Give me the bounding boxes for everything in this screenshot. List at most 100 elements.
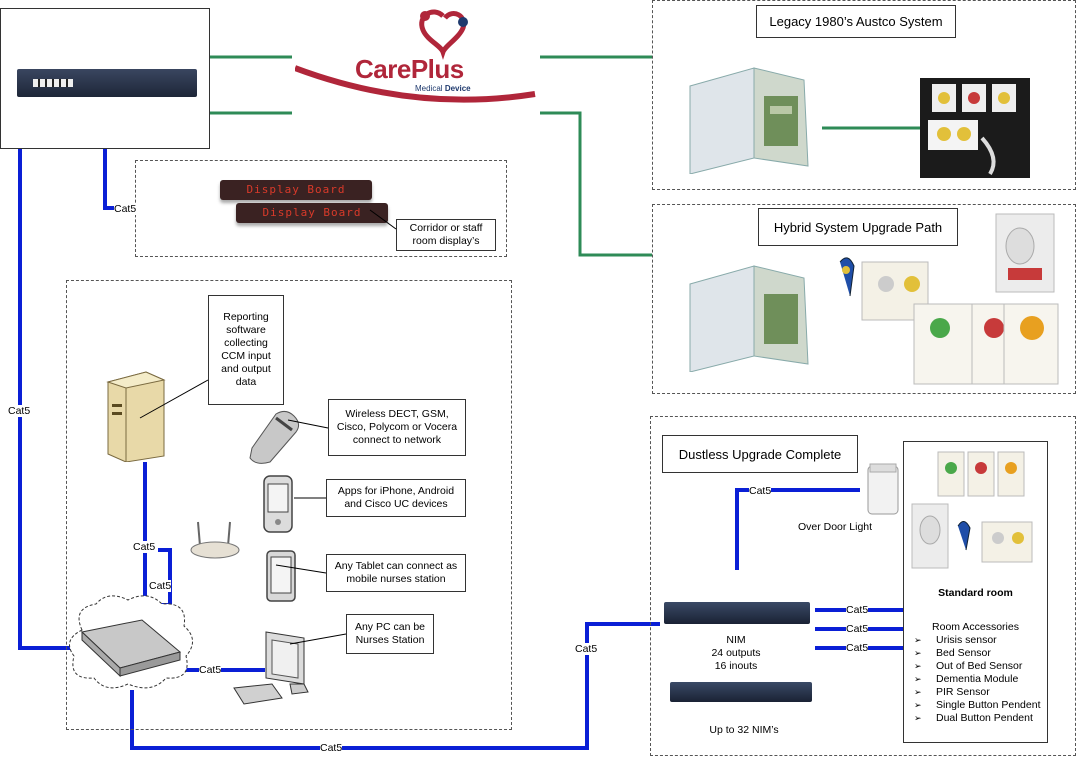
link-to-hybrid — [540, 111, 652, 257]
nim-inputs: 16 inouts — [714, 660, 758, 672]
display-caption: Corridor or staff room display’s — [396, 219, 496, 251]
pointer-reporting — [139, 379, 209, 419]
room-accessory-item: ➢ Single Button Pendent — [914, 699, 1046, 712]
wireless-callout: Wireless DECT, GSM, Cisco, Polycom or Vo… — [328, 399, 466, 456]
hybrid-accessories-image — [828, 212, 1060, 388]
pointer-pc — [289, 633, 347, 645]
arrow-bullet-icon: ➢ — [914, 674, 922, 684]
reporting-text: Reporting software collecting CCM input … — [221, 311, 271, 388]
room-accessory-label: Urisis sensor — [936, 634, 997, 646]
cat5-label: Cat5 — [846, 623, 869, 635]
display-board-2: Display Board — [236, 203, 388, 223]
hybrid-title-text: Hybrid System Upgrade Path — [773, 219, 943, 235]
cat5-label: Cat5 — [749, 485, 772, 497]
apps-text: Apps for iPhone, Android and Cisco UC de… — [337, 485, 455, 510]
cat5-label: Cat5 — [8, 405, 31, 417]
room-accessories-image — [908, 446, 1044, 576]
logo-care: CarePlus — [355, 54, 464, 84]
hybrid-panel — [652, 204, 1076, 394]
room-accessory-item: ➢ Bed Sensor — [914, 647, 1046, 660]
nim-unit-2 — [670, 682, 812, 702]
nim-outputs: 24 outputs — [711, 647, 761, 659]
display-board-text: Display Board — [262, 206, 362, 219]
cat5-cables — [18, 148, 903, 750]
nim-more-label: Up to 32 NIM’s — [709, 724, 779, 736]
network-hub-cloud — [62, 590, 200, 694]
dustless-title: Dustless Upgrade Complete — [662, 435, 858, 473]
nim-title: NIM — [726, 634, 746, 646]
careplus-logo: CarePlus Medical Device — [295, 8, 540, 108]
cat5-label: Cat5 — [133, 541, 156, 553]
room-accessory-label: Dual Button Pendent — [936, 712, 1033, 724]
switch-ports — [33, 79, 73, 87]
room-accessory-item: ➢ Dual Button Pendent — [914, 712, 1046, 725]
cable-nim-to-light — [735, 488, 860, 570]
room-accessory-item: ➢ Out of Bed Sensor — [914, 660, 1046, 673]
legacy-control-panel-image — [684, 66, 814, 174]
network-panel — [66, 280, 512, 730]
cable-switch-to-network — [18, 148, 80, 650]
over-door-light-label: Over Door Light — [797, 521, 873, 533]
arrow-bullet-icon: ➢ — [914, 700, 922, 710]
arrow-bullet-icon: ➢ — [914, 661, 922, 671]
tablet-text: Any Tablet can connect as mobile nurses … — [334, 560, 458, 585]
core-switch-frame — [0, 8, 210, 149]
wireless-text: Wireless DECT, GSM, Cisco, Polycom or Vo… — [336, 408, 458, 446]
pointer-display — [369, 209, 397, 230]
nim-device-2-icon — [670, 678, 816, 708]
nurses-pc-icon — [232, 628, 314, 708]
cat5-label: Cat5 — [114, 203, 137, 215]
display-board-1: Display Board — [220, 180, 372, 200]
arrow-bullet-icon: ➢ — [914, 713, 922, 723]
room-accessory-item: ➢ Urisis sensor — [914, 634, 1046, 647]
room-accessory-item: ➢ PIR Sensor — [914, 686, 1046, 699]
legacy-title-text: Legacy 1980’s Austco System — [769, 14, 943, 29]
dustless-title-text: Dustless Upgrade Complete — [678, 446, 842, 462]
cat5-label: Cat5 — [320, 742, 343, 754]
room-accessory-label: Single Button Pendent — [936, 699, 1041, 711]
cat5-label: Cat5 — [846, 604, 869, 616]
pc-callout: Any PC can be Nurses Station — [346, 614, 434, 654]
tablet-callout: Any Tablet can connect as mobile nurses … — [326, 554, 466, 592]
reporting-callout: Reporting software collecting CCM input … — [208, 295, 284, 405]
legacy-panel — [652, 0, 1076, 190]
display-caption-text: Corridor or staff room display’s — [409, 222, 483, 247]
cat5-label: Cat5 — [846, 642, 869, 654]
room-accessory-label: Bed Sensor — [936, 647, 991, 659]
nim-unit — [664, 602, 810, 624]
arrow-bullet-icon: ➢ — [914, 648, 922, 658]
wireless-phone-icon — [246, 408, 304, 464]
heart-logo-icon — [295, 9, 536, 103]
room-accessories-list: ➢ Urisis sensor ➢ Bed Sensor ➢ Out of Bed Sen… — [914, 634, 1046, 725]
core-switch-device — [17, 69, 197, 97]
room-accessory-label: Out of Bed Sensor — [936, 660, 1023, 672]
pc-text: Any PC can be Nurses Station — [354, 621, 426, 646]
logo-medical: Medical — [415, 84, 443, 93]
room-accessory-label: PIR Sensor — [936, 686, 990, 698]
legacy-call-buttons-image — [920, 78, 1030, 178]
legacy-title: Legacy 1980’s Austco System — [756, 5, 956, 38]
arrow-bullet-icon: ➢ — [914, 635, 922, 645]
hybrid-control-panel-image — [684, 264, 814, 372]
room-accessory-item: ➢ Dementia Module — [914, 673, 1046, 686]
cat5-label: Cat5 — [575, 643, 598, 655]
wireless-router-icon — [188, 518, 242, 560]
nim-label: NIM 24 outputs 16 inouts — [686, 634, 786, 673]
over-door-light-icon — [866, 462, 900, 516]
pointer-wireless — [287, 419, 329, 429]
apps-callout: Apps for iPhone, Android and Cisco UC de… — [326, 479, 466, 517]
reporting-server-icon — [106, 368, 166, 462]
standard-room-box: Standard room Room Accessories ➢ Urisis s… — [903, 441, 1048, 743]
cat5-label: Cat5 — [199, 664, 222, 676]
tablet-icon — [264, 548, 298, 604]
room-accessory-label: Dementia Module — [936, 673, 1019, 685]
room-accessories-heading: Room Accessories — [932, 621, 1019, 633]
cable-hub-to-nim — [130, 622, 660, 750]
display-board-text: Display Board — [246, 183, 346, 196]
standard-room-title: Standard room — [938, 587, 1013, 599]
arrow-bullet-icon: ➢ — [914, 687, 922, 697]
green-links — [209, 55, 920, 257]
pointer-tablet — [275, 564, 327, 574]
nim-device-icon — [664, 598, 814, 632]
